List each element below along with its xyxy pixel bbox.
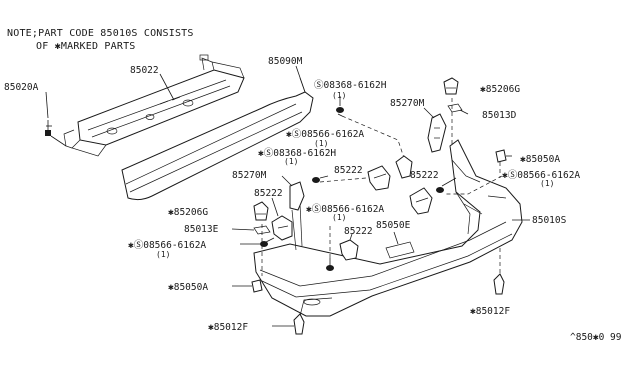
label-08368-top: Ⓢ08368-6162H bbox=[314, 80, 387, 91]
leader-85050E bbox=[393, 231, 399, 245]
plug-85012F-bottom bbox=[293, 313, 305, 335]
retainer-85222-right bbox=[409, 187, 433, 215]
retainer-85222-mid2 bbox=[395, 155, 413, 179]
label-85270M-left: 85270M bbox=[232, 170, 267, 181]
label-08566-right: ✱Ⓢ08566-6162A bbox=[502, 170, 580, 181]
label-85022: 85022 bbox=[130, 65, 159, 76]
retainer-85222-left bbox=[271, 215, 293, 241]
grommet-85050A-right bbox=[495, 149, 507, 163]
leader-85270M-left bbox=[281, 175, 293, 187]
bracket-85270M-right bbox=[427, 113, 447, 153]
footer-code: ^850✱0 99 bbox=[570, 332, 622, 343]
fastener-right bbox=[436, 177, 457, 193]
label-08566-center: ✱Ⓢ08566-6162A bbox=[306, 204, 384, 215]
leader-85270M-right bbox=[423, 107, 435, 119]
retainer-85222-mid bbox=[367, 165, 391, 191]
bumper-assembly bbox=[253, 139, 523, 317]
label-85206G-right: ✱85206G bbox=[480, 84, 520, 95]
retainer-85050E bbox=[385, 241, 415, 259]
label-85020A: 85020A bbox=[4, 82, 39, 93]
leader-85013D bbox=[459, 109, 469, 115]
label-85010S: 85010S bbox=[532, 215, 567, 226]
leader-85020A-2 bbox=[50, 135, 67, 147]
screw-08566-center bbox=[326, 258, 334, 271]
label-85270M-right: 85270M bbox=[390, 98, 425, 109]
label-08368-mid: ✱Ⓢ08368-6162H bbox=[258, 148, 336, 159]
leader-85090M bbox=[295, 65, 306, 93]
label-85222-right: 85222 bbox=[410, 170, 439, 181]
grommet-85050A-left bbox=[251, 279, 263, 293]
plug-85012F-right bbox=[493, 273, 505, 295]
label-08566-right-qty: (1) bbox=[540, 179, 554, 188]
label-85090M: 85090M bbox=[268, 56, 303, 67]
clip-85206G-right bbox=[443, 77, 459, 95]
dash-08368-mid bbox=[319, 177, 367, 183]
screw-08368-top bbox=[336, 96, 344, 117]
label-08566-center-qty: (1) bbox=[332, 213, 346, 222]
label-08368-top-qty: (1) bbox=[332, 91, 346, 100]
label-08566-upper-qty: (1) bbox=[314, 139, 328, 148]
label-85222-mid: 85222 bbox=[334, 165, 363, 176]
label-08368-mid-qty: (1) bbox=[284, 157, 298, 166]
bolt-85020A bbox=[45, 120, 52, 136]
label-85012F-bottom: ✱85012F bbox=[208, 322, 248, 333]
leader-85222-left bbox=[271, 197, 279, 217]
leader-85013E bbox=[231, 228, 255, 231]
label-85013D: 85013D bbox=[482, 110, 517, 121]
label-08566-left-qty: (1) bbox=[156, 250, 170, 259]
label-85206G-left: ✱85206G bbox=[168, 207, 208, 218]
note-line-1: NOTE;PART CODE 85010S CONSISTS bbox=[7, 28, 194, 39]
label-08566-upper: ✱Ⓢ08566-6162A bbox=[286, 129, 364, 140]
label-85222-lower: 85222 bbox=[344, 226, 373, 237]
label-85222-left: 85222 bbox=[254, 188, 283, 199]
label-85012F-right: ✱85012F bbox=[470, 306, 510, 317]
note-line-2: OF ✱MARKED PARTS bbox=[36, 41, 136, 52]
label-85050E: 85050E bbox=[376, 220, 411, 231]
dash-08566-right bbox=[446, 175, 503, 195]
leader-85020A bbox=[45, 91, 49, 119]
clip-85013D bbox=[447, 103, 463, 113]
leader-85022 bbox=[159, 73, 175, 101]
label-85050A-right: ✱85050A bbox=[520, 154, 560, 165]
reinforcement-bar bbox=[63, 54, 245, 157]
label-08566-left: ✱Ⓢ08566-6162A bbox=[128, 240, 206, 251]
leader-85222-lower bbox=[349, 233, 353, 241]
label-85013E: 85013E bbox=[184, 224, 219, 235]
screw-08368-mid bbox=[312, 175, 329, 183]
label-85050A-left: ✱85050A bbox=[168, 282, 208, 293]
dash-08368-top bbox=[341, 115, 405, 159]
clip-85206G-left bbox=[253, 201, 269, 221]
bracket-85270M-left bbox=[289, 181, 305, 211]
bumper-fascia bbox=[121, 77, 314, 201]
